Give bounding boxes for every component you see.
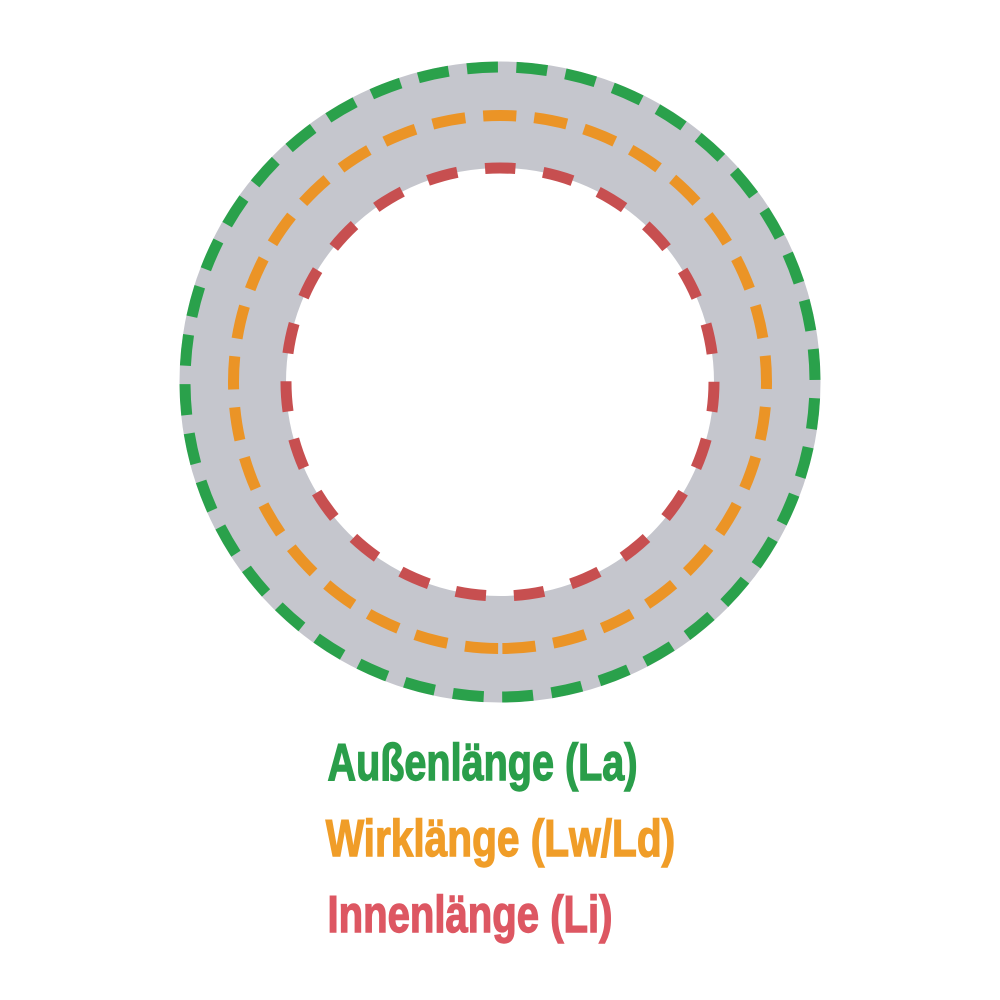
svg-text:Wirklänge (Lw/Ld): Wirklänge (Lw/Ld) (326, 810, 676, 868)
svg-text:Außenlänge (La): Außenlänge (La) (328, 734, 638, 792)
svg-text:Innenlänge (Li): Innenlänge (Li) (328, 886, 613, 944)
